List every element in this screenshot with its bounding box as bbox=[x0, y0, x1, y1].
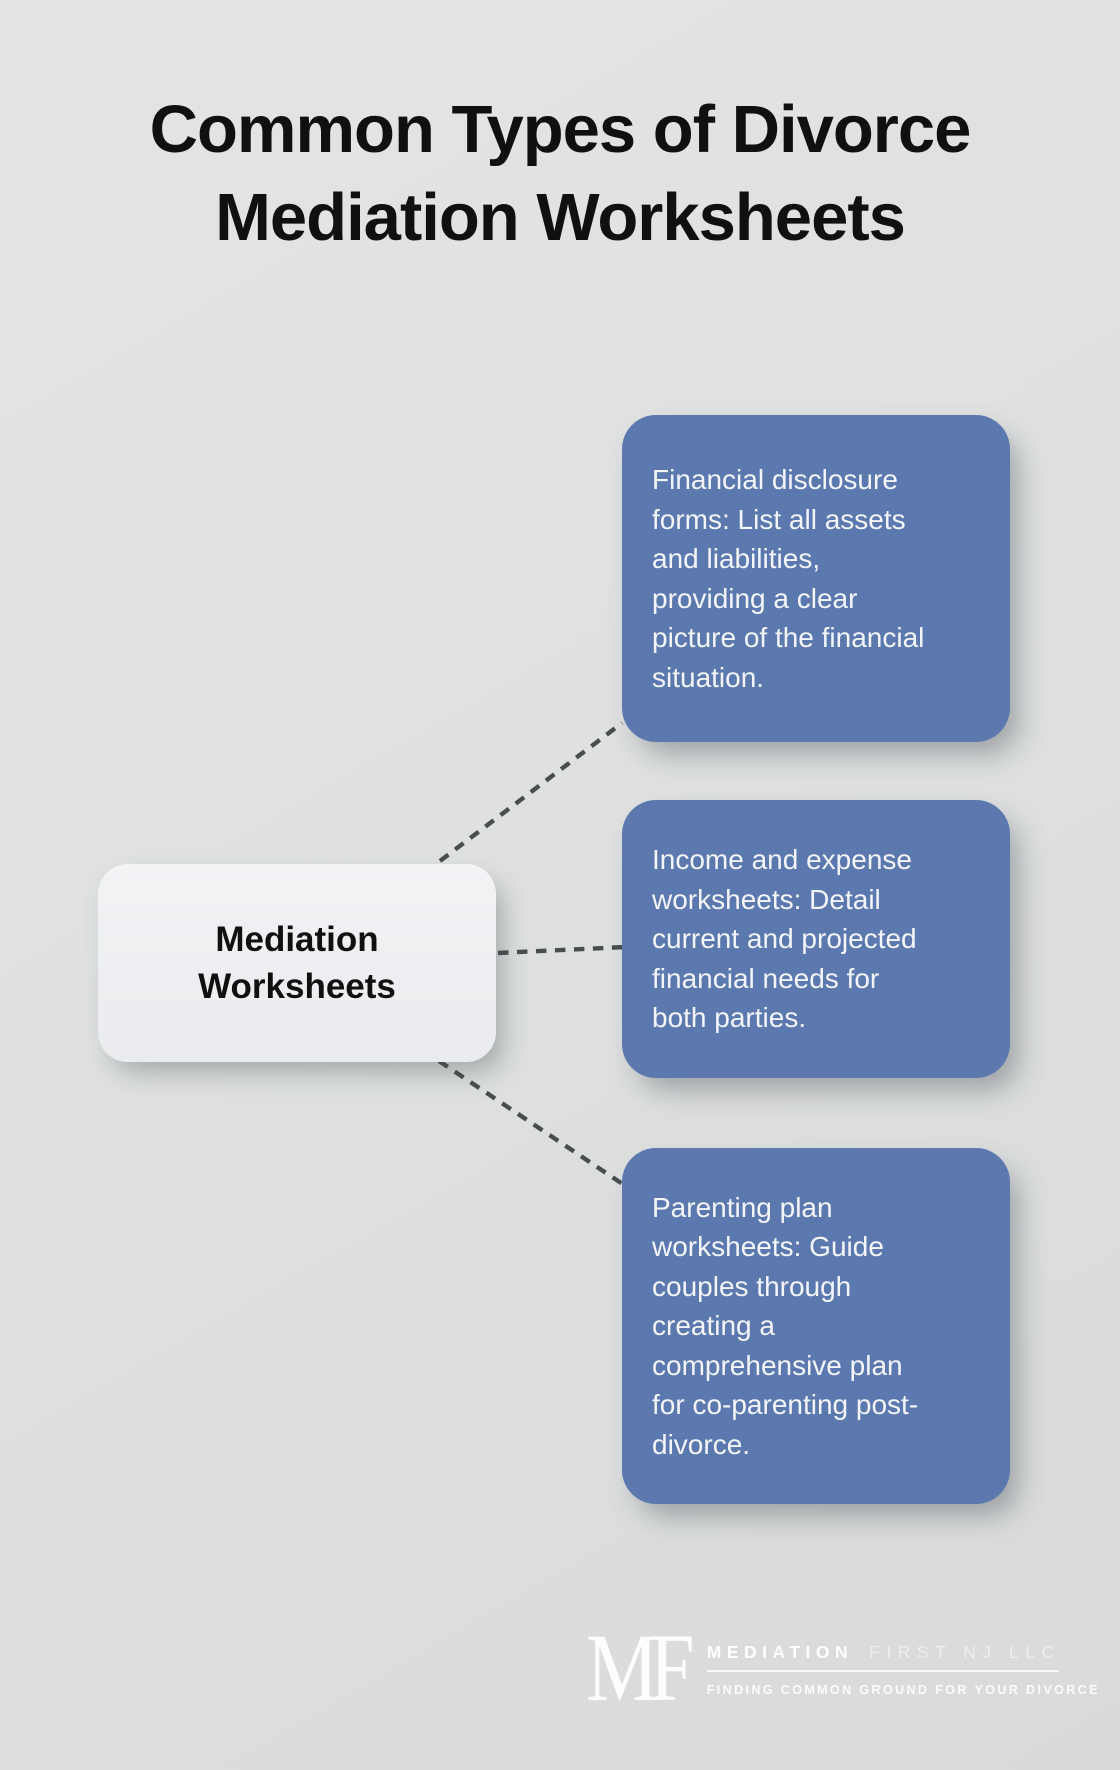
logo-name-row: MEDIATION FIRST NJ LLC bbox=[707, 1642, 1100, 1663]
brand-logo: MF MEDIATION FIRST NJ LLC FINDING COMMON… bbox=[586, 1614, 1100, 1721]
logo-monogram: MF bbox=[586, 1614, 695, 1721]
branch-parenting-plan-worksheets: Parenting plan worksheets: Guide couples… bbox=[622, 1148, 1010, 1504]
page-title: Common Types of Divorce Mediation Worksh… bbox=[149, 92, 972, 255]
logo-name-bold: MEDIATION bbox=[706, 1642, 854, 1662]
connector-line-top bbox=[438, 721, 624, 863]
branch-text: Parenting plan worksheets: Guide couples… bbox=[652, 1191, 919, 1460]
branch-text: Financial disclosure forms: List all ass… bbox=[652, 464, 925, 693]
branch-text: Income and expense worksheets: Detail cu… bbox=[652, 844, 917, 1034]
connector-line-middle bbox=[497, 944, 626, 956]
logo-divider-line bbox=[706, 1670, 1059, 1672]
center-node-mediation-worksheets: Mediation Worksheets bbox=[98, 864, 496, 1062]
center-node-label: Mediation Worksheets bbox=[198, 920, 396, 1006]
connector-line-bottom bbox=[437, 1059, 632, 1191]
branch-financial-disclosure-forms: Financial disclosure forms: List all ass… bbox=[622, 415, 1010, 742]
logo-name-light: FIRST NJ LLC bbox=[869, 1642, 1061, 1662]
branch-income-expense-worksheets: Income and expense worksheets: Detail cu… bbox=[622, 800, 1010, 1078]
logo-tagline: FINDING COMMON GROUND FOR YOUR DIVORCE bbox=[706, 1683, 1100, 1697]
logo-text-block: MEDIATION FIRST NJ LLC FINDING COMMON GR… bbox=[706, 1633, 1100, 1697]
